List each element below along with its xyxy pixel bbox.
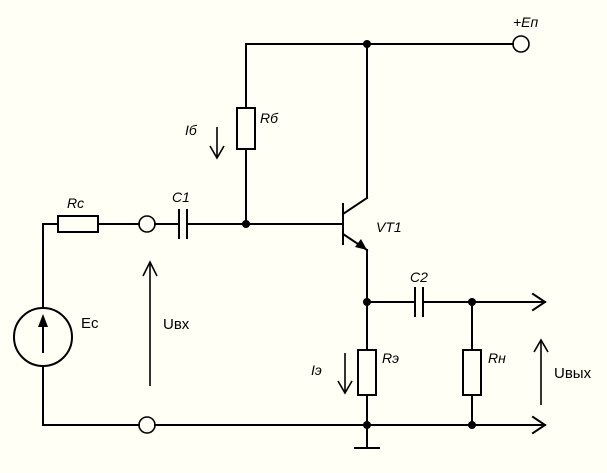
base-resistor-label: Rб	[260, 110, 279, 126]
input-terminal-bottom	[138, 416, 156, 434]
base-resistor-branch	[236, 43, 256, 225]
emitter-resistor-label: Rэ	[382, 350, 399, 366]
emitter-current-label: Iэ	[311, 362, 322, 378]
emitter-current-arrow	[337, 353, 353, 395]
load-resistor	[462, 349, 482, 396]
supply-rail	[245, 35, 530, 53]
transistor-collector-lead	[341, 196, 369, 216]
source-resistor-label: Rс	[67, 195, 84, 211]
transistor	[341, 43, 369, 351]
output-branch	[357, 287, 547, 426]
supply-terminal	[512, 35, 530, 53]
load-junction-bottom	[468, 421, 476, 429]
load-resistor-label: Rн	[488, 350, 506, 366]
input-terminal-top	[138, 215, 156, 233]
output-arrow-top	[531, 292, 547, 312]
source-label: Ec	[81, 315, 99, 332]
base-resistor	[236, 107, 256, 150]
transistor-label: VT1	[376, 219, 402, 235]
input-voltage-label: Uвх	[163, 316, 190, 333]
base-current-label: Iб	[185, 122, 198, 138]
source-arrow-head	[38, 314, 48, 327]
emitter-resistor	[357, 349, 377, 396]
output-voltage-arrow	[533, 338, 549, 405]
base-junction	[242, 220, 250, 228]
supply-label: +Eп	[513, 14, 539, 30]
source-branch	[13, 209, 344, 426]
output-voltage-label: Uвых	[554, 365, 592, 382]
base-current-arrow	[209, 127, 225, 160]
c2-label: C2	[410, 269, 428, 285]
emitter-arrow-head	[355, 239, 367, 250]
output-arrow-bottom	[531, 415, 547, 435]
ground-rail	[42, 415, 547, 449]
c1-label: C1	[172, 189, 190, 205]
source-resistor	[57, 215, 99, 233]
input-voltage-arrow	[142, 260, 158, 386]
